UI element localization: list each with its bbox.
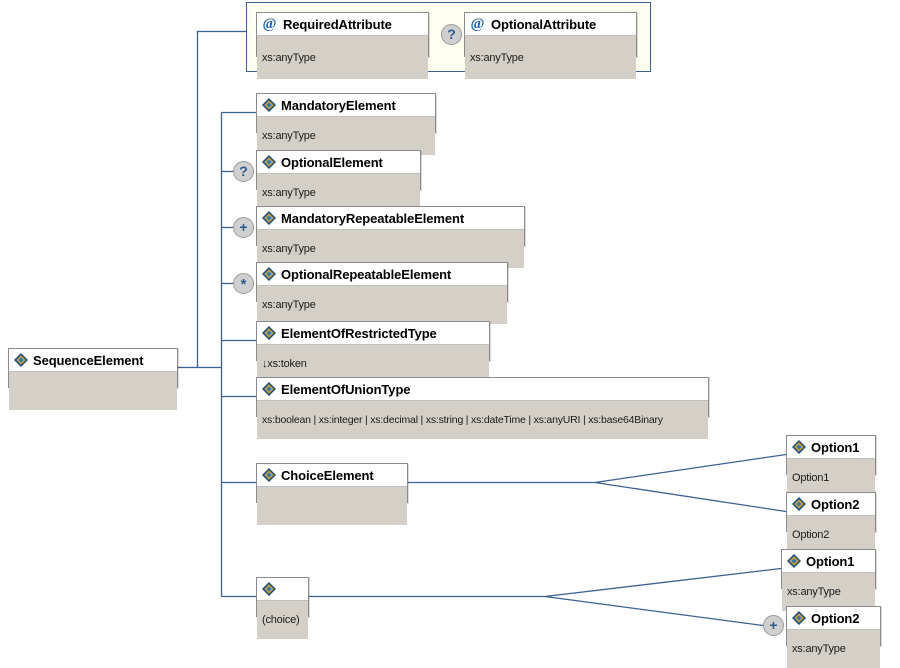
element-node-inline-option-2[interactable]: Option2 xs:anyType (786, 606, 881, 668)
element-diamond-icon (262, 382, 276, 396)
element-diamond-icon (262, 582, 276, 596)
schema-diagram-canvas: @ RequiredAttribute xs:anyType ? @ Optio… (8, 2, 881, 668)
element-diamond-icon (792, 497, 806, 511)
node-name: Option1 (806, 553, 855, 569)
node-type (9, 372, 177, 410)
element-node-inline-choice[interactable]: (choice) (256, 577, 309, 639)
node-name: ElementOfUnionType (281, 381, 411, 397)
node-header: OptionalRepeatableElement (257, 263, 507, 286)
element-node-choice-element[interactable]: ChoiceElement (256, 463, 408, 525)
node-name: OptionalElement (281, 154, 383, 170)
node-header: @ OptionalAttribute (465, 13, 636, 36)
element-diamond-icon (262, 98, 276, 112)
node-name: Option2 (811, 496, 860, 512)
node-type: xs:anyType (465, 36, 636, 79)
node-header: MandatoryRepeatableElement (257, 207, 524, 230)
node-type: Option2 (787, 516, 875, 554)
node-type: (choice) (257, 601, 308, 639)
node-type: xs:boolean | xs:integer | xs:decimal | x… (257, 401, 708, 439)
cardinality-badge-inline-option-2: + (763, 615, 784, 636)
node-type: xs:anyType (787, 630, 880, 668)
node-type: xs:anyType (782, 573, 875, 611)
attribute-node-required[interactable]: @ RequiredAttribute xs:anyType (256, 12, 429, 79)
element-node-element-of-union-type[interactable]: ElementOfUnionType xs:boolean | xs:integ… (256, 377, 709, 439)
element-node-element-of-restricted-type[interactable]: ElementOfRestrictedType ↓xs:token (256, 321, 490, 383)
element-node-choice-option-1[interactable]: Option1 Option1 (786, 435, 876, 497)
node-header: OptionalElement (257, 151, 420, 174)
node-name: Option2 (811, 610, 860, 626)
node-type: xs:anyType (257, 117, 435, 155)
node-name: Option1 (811, 439, 860, 455)
cardinality-badge-mandatory-repeatable-element: + (233, 217, 254, 238)
node-name: OptionalRepeatableElement (281, 266, 452, 282)
attribute-node-optional[interactable]: @ OptionalAttribute xs:anyType (464, 12, 637, 79)
node-type: xs:anyType (257, 174, 420, 212)
node-name: ChoiceElement (281, 467, 374, 483)
element-node-mandatory-element[interactable]: MandatoryElement xs:anyType (256, 93, 436, 155)
cardinality-badge-optional-repeatable-element: * (233, 273, 254, 294)
element-diamond-icon (262, 326, 276, 340)
node-type: Option1 (787, 459, 875, 497)
element-diamond-icon (14, 353, 28, 367)
node-header: @ RequiredAttribute (257, 13, 428, 36)
element-node-mandatory-repeatable-element[interactable]: MandatoryRepeatableElement xs:anyType (256, 206, 525, 268)
cardinality-badge-optional-element: ? (233, 161, 254, 182)
node-header: MandatoryElement (257, 94, 435, 117)
node-name: MandatoryRepeatableElement (281, 210, 465, 226)
element-node-optional-repeatable-element[interactable]: OptionalRepeatableElement xs:anyType (256, 262, 508, 324)
node-type: xs:anyType (257, 286, 507, 324)
at-sign-icon: @ (470, 15, 485, 32)
node-name: MandatoryElement (281, 97, 396, 113)
cardinality-badge-optional-attribute: ? (441, 24, 462, 45)
node-name: RequiredAttribute (283, 16, 392, 32)
node-type: ↓xs:token (257, 345, 489, 383)
node-header: SequenceElement (9, 349, 177, 372)
element-diamond-icon (262, 468, 276, 482)
element-diamond-icon (792, 611, 806, 625)
element-diamond-icon (787, 554, 801, 568)
element-node-optional-element[interactable]: OptionalElement xs:anyType (256, 150, 421, 212)
node-type: xs:anyType (257, 36, 428, 79)
node-header (257, 578, 308, 601)
node-name: OptionalAttribute (491, 16, 597, 32)
element-diamond-icon (262, 211, 276, 225)
node-name: ElementOfRestrictedType (281, 325, 437, 341)
element-diamond-icon (792, 440, 806, 454)
element-node-choice-option-2[interactable]: Option2 Option2 (786, 492, 876, 554)
element-diamond-icon (262, 155, 276, 169)
element-node-inline-option-1[interactable]: Option1 xs:anyType (781, 549, 876, 611)
node-header: ElementOfUnionType (257, 378, 708, 401)
node-header: Option1 (787, 436, 875, 459)
node-header: ElementOfRestrictedType (257, 322, 489, 345)
at-sign-icon: @ (262, 15, 277, 32)
node-name: SequenceElement (33, 352, 144, 368)
element-node-sequence-element[interactable]: SequenceElement (8, 348, 178, 410)
node-type: xs:anyType (257, 230, 524, 268)
element-diamond-icon (262, 267, 276, 281)
node-header: Option2 (787, 493, 875, 516)
node-header: Option2 (787, 607, 880, 630)
node-type (257, 487, 407, 525)
node-header: ChoiceElement (257, 464, 407, 487)
node-header: Option1 (782, 550, 875, 573)
